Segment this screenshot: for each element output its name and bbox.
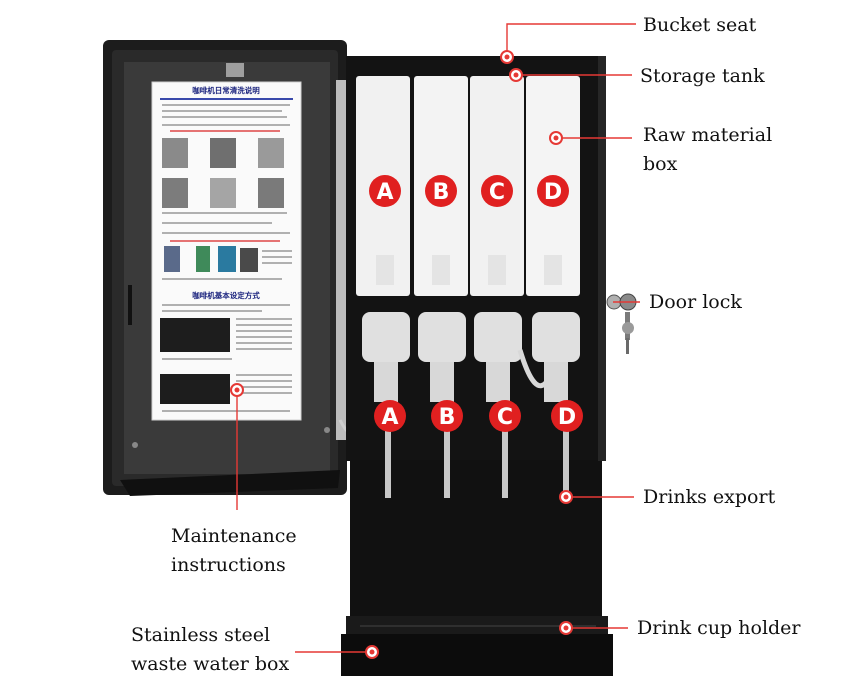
label-maintenance-line2: instructions: [171, 554, 286, 576]
callout-waste-water-box: Stainless steel waste water box: [131, 624, 379, 675]
callout-storage-tank: Storage tank: [509, 65, 765, 87]
svg-text:C: C: [497, 405, 513, 430]
waste-water-box: [341, 634, 613, 676]
svg-text:B: B: [433, 180, 450, 205]
canister-badge-a: A: [369, 175, 401, 207]
manual-title: 咖啡机日常清洗说明: [192, 85, 260, 95]
outlet-badge-b: B: [431, 400, 463, 432]
svg-text:A: A: [381, 405, 398, 430]
outlet-badge-d: D: [551, 400, 583, 432]
svg-text:A: A: [376, 180, 393, 205]
label-waste-line2: waste water box: [131, 653, 289, 675]
canister-badge-d: D: [537, 175, 569, 207]
svg-text:B: B: [439, 405, 456, 430]
door-lock: [606, 293, 637, 354]
label-bucket-seat: Bucket seat: [643, 14, 757, 36]
door-hinge: [336, 80, 346, 440]
label-waste-line1: Stainless steel: [131, 624, 270, 646]
label-door-lock: Door lock: [649, 291, 742, 313]
canister-badge-b: B: [425, 175, 457, 207]
mixing-units: [362, 312, 580, 402]
outlet-badge-a: A: [374, 400, 406, 432]
canister-badge-c: C: [481, 175, 513, 207]
label-maintenance-line1: Maintenance: [171, 525, 297, 547]
label-drinks-export: Drinks export: [643, 486, 776, 508]
label-storage-tank: Storage tank: [640, 65, 765, 87]
maintenance-sheet: 咖啡机日常清洗说明 咖啡机基本设定方式: [151, 81, 302, 421]
manual-section-title: 咖啡机基本设定方式: [192, 290, 260, 300]
door-latch: [226, 63, 244, 77]
callout-drinks-export: Drinks export: [559, 486, 776, 508]
label-raw-material-line1: Raw material: [643, 124, 772, 146]
callout-maintenance: Maintenance instructions: [171, 383, 297, 576]
svg-text:D: D: [544, 180, 562, 205]
label-raw-material-line2: box: [643, 153, 678, 175]
svg-text:C: C: [489, 180, 505, 205]
callout-door-lock: Door lock: [613, 291, 742, 313]
svg-text:D: D: [558, 405, 576, 430]
outlet-badge-c: C: [489, 400, 521, 432]
drink-outlets: [385, 430, 569, 498]
label-drink-cup-holder: Drink cup holder: [637, 617, 801, 639]
callout-raw-material-box: Raw material box: [549, 124, 772, 175]
callout-bucket-seat: Bucket seat: [500, 14, 757, 64]
callout-drink-cup-holder: Drink cup holder: [559, 617, 801, 639]
